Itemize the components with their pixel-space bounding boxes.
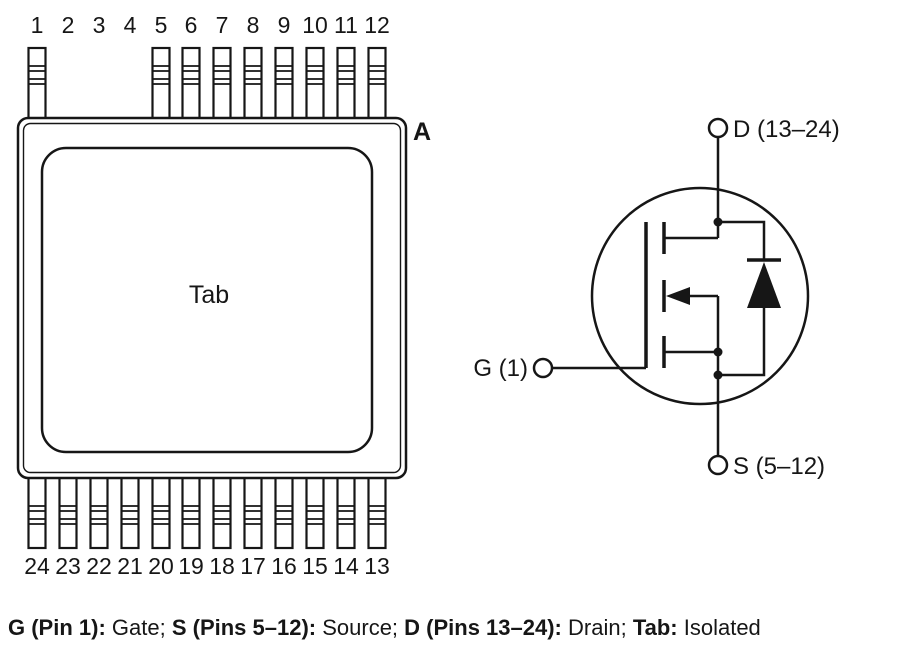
pin-number-top-7: 7 [216, 12, 229, 38]
pin-bottom-24 [27, 470, 47, 550]
body-arrow-icon [666, 287, 690, 305]
pin-number-top-9: 9 [278, 12, 291, 38]
mosfet-symbol: D (13–24) G (1) S (5–12) [473, 116, 839, 480]
pin-number-top-6: 6 [185, 12, 198, 38]
pin-number-top-2: 2 [62, 12, 75, 38]
pin-top-6 [181, 46, 201, 126]
pin-bottom-16 [274, 470, 294, 550]
pin-bottom-13 [367, 470, 387, 550]
junction-dot-source-upper [713, 347, 723, 357]
pin-bottom-20 [151, 470, 171, 550]
pin-number-top-4: 4 [124, 12, 137, 38]
package-drawing: Tab A 1 2 3 4 5 6 7 8 9 10 11 12 24 23 [16, 12, 431, 579]
caption-source-term: S (Pins 5–12): [171, 615, 317, 640]
pin-top-10 [305, 46, 325, 126]
pin-top-1 [27, 46, 47, 126]
pin-top-7 [212, 46, 232, 126]
pin-number-top-1: 1 [31, 12, 44, 38]
top-pins [27, 46, 387, 126]
pin-number-bottom-18: 18 [209, 553, 235, 579]
drain-terminal-icon [707, 117, 729, 139]
tab-label: Tab [189, 281, 229, 309]
pin-top-12 [367, 46, 387, 126]
pin-bottom-23 [58, 470, 78, 550]
pin-number-bottom-24: 24 [24, 553, 50, 579]
caption-gate-term: G (Pin 1): [8, 615, 106, 640]
package-body [16, 116, 408, 480]
caption-tab-desc: Isolated [677, 615, 761, 640]
package-body-inner-outline [22, 122, 402, 474]
pin-number-top-3: 3 [93, 12, 106, 38]
pin-number-bottom-15: 15 [302, 553, 328, 579]
pin-bottom-14 [336, 470, 356, 550]
caption-drain-desc: Drain; [561, 615, 633, 640]
pin-bottom-18 [212, 470, 232, 550]
source-terminal-icon [707, 454, 729, 476]
pin-number-bottom-19: 19 [178, 553, 204, 579]
junction-dot-source-lower [713, 370, 723, 380]
bottom-pin-numbers: 24 23 22 21 20 19 18 17 16 15 14 13 [24, 553, 390, 579]
caption-drain-term: D (Pins 13–24): [404, 615, 562, 640]
pin-bottom-22 [89, 470, 109, 550]
pin-number-top-8: 8 [247, 12, 260, 38]
diode-triangle-icon [747, 262, 781, 308]
pin-number-top-5: 5 [155, 12, 168, 38]
pin-bottom-21 [120, 470, 140, 550]
package-corner-label: A [413, 118, 431, 146]
caption-gate-desc: Gate; [105, 615, 172, 640]
caption-tab-term: Tab: [632, 615, 678, 640]
pin-number-top-10: 10 [302, 12, 328, 38]
pin-top-8 [243, 46, 263, 126]
junction-dot-drain [713, 217, 723, 227]
diode-branch-bottom [718, 308, 766, 377]
pin-number-bottom-21: 21 [117, 553, 143, 579]
drain-label: D (13–24) [733, 116, 840, 143]
pin-number-bottom-23: 23 [55, 553, 81, 579]
pin-number-bottom-17: 17 [240, 553, 266, 579]
pin-number-bottom-20: 20 [148, 553, 174, 579]
diode-branch-top [718, 220, 766, 260]
pin-number-bottom-13: 13 [364, 553, 390, 579]
caption: G (Pin 1): Gate; S (Pins 5–12): Source; … [8, 615, 892, 641]
symbol-enclosing-circle [590, 186, 810, 406]
tab-region [40, 146, 374, 454]
caption-source-desc: Source; [316, 615, 405, 640]
gate-terminal-icon [532, 357, 554, 379]
pin-top-9 [274, 46, 294, 126]
source-label: S (5–12) [733, 453, 825, 480]
pin-bottom-19 [181, 470, 201, 550]
pin-top-5 [151, 46, 171, 126]
pin-number-bottom-22: 22 [86, 553, 112, 579]
pin-number-top-11: 11 [334, 12, 358, 38]
pin-bottom-15 [305, 470, 325, 550]
pin-number-top-12: 12 [364, 12, 390, 38]
pin-bottom-17 [243, 470, 263, 550]
pin-number-bottom-14: 14 [333, 553, 359, 579]
pin-number-bottom-16: 16 [271, 553, 297, 579]
gate-label: G (1) [473, 355, 528, 382]
top-pin-numbers: 1 2 3 4 5 6 7 8 9 10 11 12 [31, 12, 390, 38]
bottom-pins [27, 470, 387, 550]
pin-top-11 [336, 46, 356, 126]
